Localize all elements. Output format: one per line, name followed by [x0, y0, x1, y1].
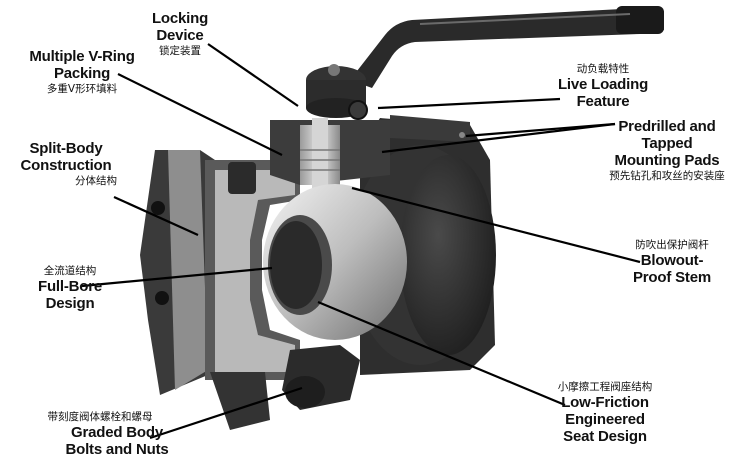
- label-graded-en2: Bolts and Nuts: [65, 441, 169, 458]
- label-fullbore-zh: 全流道结构: [43, 265, 97, 277]
- label-blowout-en2: Proof Stem: [632, 269, 711, 286]
- label-graded-bolts: 带刻度阀体螺栓和螺母 Graded Body Bolts and Nuts: [20, 410, 180, 458]
- label-blowout-stem: 防吹出保护阀杆 Blowout- Proof Stem: [612, 238, 732, 286]
- label-graded-zh: 带刻度阀体螺栓和螺母: [47, 411, 153, 423]
- label-locking-device: Locking Device 锁定装置: [138, 10, 222, 58]
- label-fullbore-en1: Full-Bore: [37, 278, 103, 295]
- ball: [263, 184, 407, 340]
- label-blowout-en1: Blowout-: [640, 252, 704, 269]
- label-live-en2: Feature: [576, 93, 630, 110]
- label-fullbore-en2: Design: [45, 295, 95, 312]
- body-bolts: [210, 162, 360, 430]
- label-lowfriction-en2: Engineered: [565, 411, 645, 428]
- label-pads-en1: Predrilled and: [618, 118, 716, 135]
- label-live-zh: 动负载特性: [576, 63, 630, 75]
- bonnet-packing: [270, 118, 390, 198]
- label-locking-zh: 锁定装置: [159, 45, 201, 57]
- label-low-friction: 小摩擦工程阀座结构 Low-Friction Engineered Seat D…: [530, 380, 680, 445]
- label-mounting-pads: Predrilled and Tapped Mounting Pads 预先钻孔…: [596, 118, 738, 183]
- label-full-bore: 全流道结构 Full-Bore Design: [20, 264, 120, 312]
- label-pads-en3: Mounting Pads: [614, 152, 720, 169]
- label-pads-zh: 预先钻孔和攻丝的安装座: [609, 170, 725, 182]
- label-locking-en2: Device: [156, 27, 204, 44]
- handle-lever: [350, 6, 664, 88]
- leader-lines: [81, 43, 641, 440]
- label-split-zh: 分体结构: [75, 175, 117, 187]
- label-packing-en1: Multiple V-Ring: [29, 48, 135, 65]
- label-blowout-zh: 防吹出保护阀杆: [635, 239, 709, 251]
- label-pads-en2: Tapped: [641, 135, 693, 152]
- label-split-en2: Construction: [20, 157, 112, 174]
- label-graded-en1: Graded Body: [71, 424, 163, 441]
- label-split-body: Split-Body Construction 分体结构: [6, 140, 126, 188]
- label-locking-en1: Locking: [151, 10, 209, 27]
- label-lowfriction-en3: Seat Design: [563, 428, 647, 445]
- label-lowfriction-zh: 小摩擦工程阀座结构: [557, 381, 653, 393]
- label-packing-en2: Packing: [53, 65, 111, 82]
- label-lowfriction-en1: Low-Friction: [561, 394, 649, 411]
- label-packing: Multiple V-Ring Packing 多重V形环填料: [12, 48, 152, 96]
- label-live-loading: 动负载特性 Live Loading Feature: [548, 62, 658, 110]
- locking-device: [306, 64, 368, 120]
- label-live-en1: Live Loading: [557, 76, 649, 93]
- left-flange: [140, 150, 215, 395]
- label-packing-zh: 多重V形环填料: [46, 83, 118, 95]
- label-split-en1: Split-Body: [29, 140, 103, 157]
